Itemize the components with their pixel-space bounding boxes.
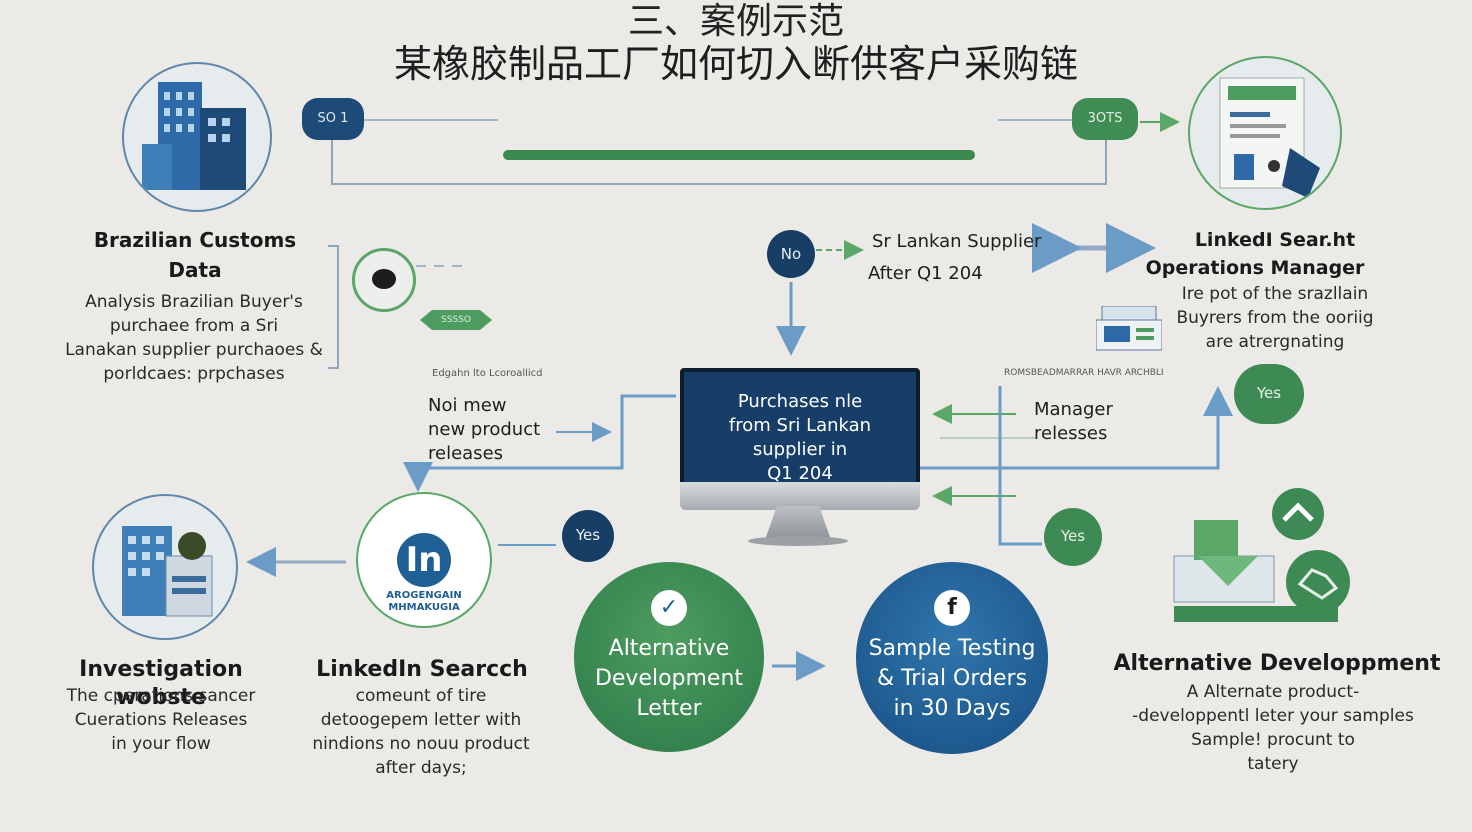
manager-line: relesses	[1034, 423, 1108, 444]
investigation-body-line: Cuerations Releases	[74, 710, 248, 730]
new-product-text: Noi mew new product releases	[428, 394, 568, 466]
linkedin-caption: AROGENGAIN MHMAKUGIA	[358, 590, 490, 614]
linkedin-icon: In AROGENGAIN MHMAKUGIA	[356, 492, 492, 628]
linkedin-letters: In	[397, 533, 451, 587]
monitor-line: Q1 204	[767, 463, 833, 484]
title-line-1: 三、案例示范	[627, 1, 844, 42]
alt-dev-body-line: tatery	[1247, 754, 1299, 774]
alt-dev-body-line: -developpentl leter your samples	[1132, 706, 1414, 726]
alt-dev-body-line: Sample! procunt to	[1191, 730, 1355, 750]
linkedin-top-body-line: are atrergnating	[1205, 332, 1345, 352]
monitor-left-wire	[403, 394, 676, 492]
title-line-2: 某橡胶制品工厂如何切入断供客户采购链	[393, 42, 1078, 86]
alt-dev-body: A Alternate product- -developpentl leter…	[1108, 680, 1438, 776]
printer-icon	[1095, 305, 1163, 356]
yes-badge-right-top: Yes	[1234, 364, 1304, 424]
new-product-line: new product	[428, 419, 541, 440]
linkedin-bottom-body-line: nindions no nouu product	[312, 734, 530, 754]
bird-icon: ✓	[651, 590, 687, 626]
alt-letter-line: Alternative	[608, 636, 730, 661]
chat-bubble-icon	[352, 248, 416, 312]
tiny-label-left: Edgahn lto Lcoroallicd	[432, 368, 543, 379]
linkedin-bottom-body-line: after days;	[375, 758, 467, 778]
small-tag: SSSSO	[441, 315, 471, 325]
sample-testing-text: Sample Testing & Trial Orders in 30 Days	[856, 634, 1048, 724]
monitor-foot	[748, 536, 848, 546]
top-bracket	[331, 140, 1107, 185]
alt-dev-body-line: A Alternate product-	[1186, 682, 1360, 702]
alt-letter-text: Alternative Development Letter	[574, 634, 764, 724]
no-badge: No	[767, 230, 815, 278]
office-building-icon	[92, 494, 238, 640]
linkedin-caption-line: AROGENGAIN	[386, 590, 462, 601]
linkedin-bottom-body: comeunt of tire detoogepem letter with n…	[296, 684, 546, 780]
top-left-pill: SO 1	[302, 98, 364, 140]
monitor-screen-text: Purchases nle from Sri Lankan supplier i…	[684, 390, 916, 486]
alt-letter-line: Letter	[636, 696, 702, 721]
customs-bracket	[328, 245, 339, 369]
monitor-right-wire	[918, 386, 1233, 470]
linkedin-caption-line: MHMAKUGIA	[388, 602, 460, 613]
customs-heading-2: Data	[168, 258, 222, 282]
linkedin-bottom-body-line: comeunt of tire	[355, 686, 487, 706]
alt-dev-heading: Alternative Developpment	[1113, 651, 1441, 676]
handshake-icon	[1168, 486, 1368, 636]
customs-body-line: Lanakan supplier purchaoes &	[65, 340, 323, 360]
office-building-icon	[122, 62, 272, 212]
investigation-body-line: in your flow	[111, 734, 211, 754]
linkedin-top-body-line: Buyrers from the ooriig	[1176, 308, 1374, 328]
manager-vertical-wire	[998, 386, 1042, 546]
linkedin-top-heading-2: Operations Manager	[1145, 257, 1365, 279]
linkedin-top-heading-1: LinkedI Sear.ht	[1194, 229, 1356, 251]
monitor-line: from Sri Lankan	[728, 415, 872, 436]
sample-testing-line: in 30 Days	[893, 696, 1011, 721]
sample-testing-line: & Trial Orders	[876, 666, 1028, 691]
new-product-line: releases	[428, 443, 504, 464]
customs-body: Analysis Brazilian Buyer's purchaee from…	[44, 290, 344, 386]
sample-testing-circle: f Sample Testing & Trial Orders in 30 Da…	[856, 562, 1048, 754]
linkedin-top-body-line: Ire pot of the srazllain	[1181, 284, 1369, 304]
monitor-line: supplier in	[752, 439, 848, 460]
facebook-icon: f	[934, 590, 970, 626]
investigation-heading: Investigation wobste	[79, 657, 243, 710]
customs-body-line: Analysis Brazilian Buyer's	[85, 292, 303, 312]
supplier-line-1: Sr Lankan Supplier	[872, 231, 1042, 252]
linkedin-bottom-body-line: detoogepem letter with	[320, 710, 522, 730]
document-panel-icon	[1188, 56, 1342, 210]
monitor-line: Purchases nle	[737, 391, 863, 412]
customs-heading-1: Brazilian Customs	[93, 228, 297, 252]
alt-letter-circle: ✓ Alternative Development Letter	[574, 562, 764, 752]
chevron-up-icon	[1272, 490, 1324, 542]
monitor-base	[680, 482, 920, 510]
customs-body-line: porldcaes: prpchases	[103, 364, 285, 384]
monitor-icon: Purchases nle from Sri Lankan supplier i…	[680, 368, 920, 494]
small-tag-shape	[420, 310, 492, 330]
manager-line: Manager	[1034, 399, 1113, 420]
linkedin-top-body: Ire pot of the srazllain Buyrers from th…	[1150, 282, 1400, 354]
new-product-line: Noi mew	[428, 395, 507, 416]
investigation-body-line: The cperations sancer	[66, 686, 256, 706]
investigation-body: The cperations sancer Cuerations Release…	[36, 684, 286, 756]
manager-text: Manager relesses	[1034, 398, 1154, 446]
alt-letter-line: Development	[594, 666, 744, 691]
tiny-label-right: ROMSBEADMARRAR HAVR ARCHBLI	[1004, 368, 1164, 378]
customs-body-line: purchaee from a Sri	[109, 316, 279, 336]
sample-testing-line: Sample Testing	[868, 636, 1036, 661]
yes-badge-right-mid: Yes	[1044, 508, 1102, 566]
top-right-pill: 3OTS	[1072, 98, 1138, 140]
yes-badge-left: Yes	[562, 510, 614, 562]
supplier-line-2: After Q1 204	[868, 263, 983, 284]
monitor-neck	[765, 506, 831, 540]
linkedin-bottom-heading: LinkedIn Searcch	[316, 657, 528, 682]
